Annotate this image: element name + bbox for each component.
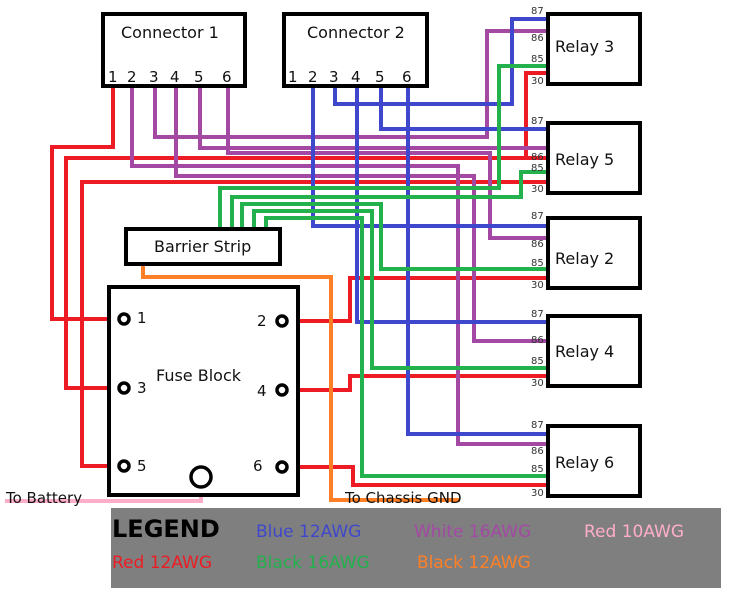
legend-item-black-16awg: Black 16AWG bbox=[256, 553, 370, 573]
barrier-strip: Barrier Strip bbox=[124, 227, 282, 266]
relay-pin-label: 85 bbox=[531, 163, 544, 174]
relay-5-title: Relay 5 bbox=[555, 150, 614, 169]
fuse-terminal-1 bbox=[117, 312, 131, 326]
connector-2-pin: 3 bbox=[329, 68, 339, 86]
wire-blue-c2p6 bbox=[406, 88, 548, 436]
relay-pin-label: 30 bbox=[531, 184, 544, 195]
legend-item-white-16awg: White 16AWG bbox=[414, 522, 531, 542]
relay-pin-label: 85 bbox=[531, 464, 544, 475]
fuse-block: Fuse Block 1 2 3 4 5 6 bbox=[107, 285, 300, 497]
relay-pin-label: 86 bbox=[531, 335, 544, 346]
fuse-terminal-label: 2 bbox=[257, 312, 267, 330]
relay-pin-label: 87 bbox=[531, 309, 544, 320]
relay-pin-label: 86 bbox=[531, 446, 544, 457]
relay-6-title: Relay 6 bbox=[555, 453, 614, 472]
relay-pin-label: 85 bbox=[531, 54, 544, 65]
to-battery-label: To Battery bbox=[5, 489, 82, 507]
relay-pin-label: 87 bbox=[531, 116, 544, 127]
connector-2-pin: 6 bbox=[402, 68, 412, 86]
relay-pin-label: 86 bbox=[531, 33, 544, 44]
connector-1-title: Connector 1 bbox=[121, 23, 219, 42]
connector-2-pin: 1 bbox=[288, 68, 298, 86]
legend-item-red-10awg: Red 10AWG bbox=[584, 522, 684, 542]
legend-item-black-12awg: Black 12AWG bbox=[417, 553, 531, 573]
relay-4: Relay 4 87 86 85 30 bbox=[531, 309, 642, 389]
relay-2-title: Relay 2 bbox=[555, 249, 614, 268]
wire-blue-c2p4 bbox=[355, 88, 548, 324]
relay-pin-label: 30 bbox=[531, 280, 544, 291]
relay-3: Relay 3 87 86 85 30 bbox=[531, 6, 642, 87]
relay-pin-label: 30 bbox=[531, 378, 544, 389]
legend: LEGEND Blue 12AWG White 16AWG Red 10AWG … bbox=[111, 508, 721, 588]
connector-2: Connector 2 1 2 3 4 5 6 bbox=[282, 12, 429, 88]
relay-pin-label: 85 bbox=[531, 356, 544, 367]
fuse-terminal-label: 1 bbox=[137, 309, 147, 327]
connector-2-pin: 4 bbox=[351, 68, 361, 86]
relay-3-title: Relay 3 bbox=[555, 37, 614, 56]
legend-item-red-12awg: Red 12AWG bbox=[112, 553, 212, 573]
connector-1-pin: 5 bbox=[194, 68, 204, 86]
relay-pin-label: 87 bbox=[531, 420, 544, 431]
relay-pin-label: 87 bbox=[531, 6, 544, 17]
wire-black16-bs2 bbox=[230, 170, 548, 229]
connector-1-pin: 4 bbox=[170, 68, 180, 86]
wire-white-c1p6 bbox=[226, 88, 548, 240]
fuse-battery-stud bbox=[189, 465, 213, 489]
relay-pin-label: 30 bbox=[531, 76, 544, 87]
wire-black12-gnd bbox=[141, 262, 460, 502]
fuse-block-title: Fuse Block bbox=[156, 366, 242, 385]
connector-1-pin: 6 bbox=[222, 68, 232, 86]
relay-5: Relay 5 87 86 85 30 bbox=[531, 116, 642, 195]
wire-white-c1p2 bbox=[130, 88, 548, 446]
relay-pin-label: 86 bbox=[531, 239, 544, 250]
relay-pin-label: 86 bbox=[531, 152, 544, 163]
fuse-terminal-label: 6 bbox=[253, 457, 263, 475]
connector-1-pin: 2 bbox=[127, 68, 137, 86]
fuse-terminal-2 bbox=[275, 314, 289, 328]
to-chassis-gnd-label: To Chassis GND bbox=[344, 489, 462, 507]
wire-blue-c2p5 bbox=[379, 88, 548, 131]
connector-2-title: Connector 2 bbox=[307, 23, 405, 42]
fuse-terminal-3 bbox=[117, 381, 131, 395]
fuse-terminal-label: 3 bbox=[137, 379, 147, 397]
wires bbox=[5, 17, 548, 503]
wire-red-c1p1-fuse1 bbox=[50, 88, 118, 321]
connector-2-pin: 5 bbox=[375, 68, 385, 86]
wire-black16-bs4 bbox=[252, 209, 548, 370]
relay-2: Relay 2 87 86 85 30 bbox=[531, 211, 642, 291]
wire-blue-c2p2 bbox=[311, 88, 548, 228]
wire-black16-bs3 bbox=[240, 202, 548, 271]
legend-title: LEGEND bbox=[112, 515, 220, 543]
connector-1-pin: 1 bbox=[108, 68, 118, 86]
fuse-terminal-4 bbox=[275, 383, 289, 397]
wire-white-c1p5 bbox=[198, 88, 548, 150]
connector-2-pin: 2 bbox=[308, 68, 318, 86]
fuse-terminal-5 bbox=[117, 459, 131, 473]
barrier-strip-title: Barrier Strip bbox=[154, 237, 251, 256]
wire-white-c1p4 bbox=[174, 88, 548, 343]
relay-4-title: Relay 4 bbox=[555, 342, 614, 361]
wire-black16-bs5 bbox=[264, 216, 548, 478]
legend-background bbox=[111, 508, 721, 588]
relay-6: Relay 6 87 86 85 30 bbox=[531, 420, 642, 499]
wire-red-fuse4-relay4 bbox=[282, 374, 548, 392]
wire-blue-c2p3 bbox=[333, 17, 548, 106]
legend-item-blue-12awg: Blue 12AWG bbox=[256, 522, 361, 542]
wire-red-fuse2-relay2 bbox=[282, 276, 548, 323]
connector-1-pin: 3 bbox=[149, 68, 159, 86]
relay-pin-label: 87 bbox=[531, 211, 544, 222]
wire-red-relay5-fuse3 bbox=[64, 156, 548, 390]
connector-1: Connector 1 1 2 3 4 5 6 bbox=[101, 12, 247, 88]
wire-white-c1p3 bbox=[153, 29, 548, 139]
fuse-terminal-label: 4 bbox=[257, 382, 267, 400]
fuse-terminal-label: 5 bbox=[137, 457, 147, 475]
relay-pin-label: 30 bbox=[531, 488, 544, 499]
fuse-terminal-6 bbox=[275, 460, 289, 474]
relay-pin-label: 85 bbox=[531, 258, 544, 269]
wire-black16-bs1 bbox=[218, 64, 548, 229]
wire-red-fuse6-relay6 bbox=[282, 465, 548, 487]
